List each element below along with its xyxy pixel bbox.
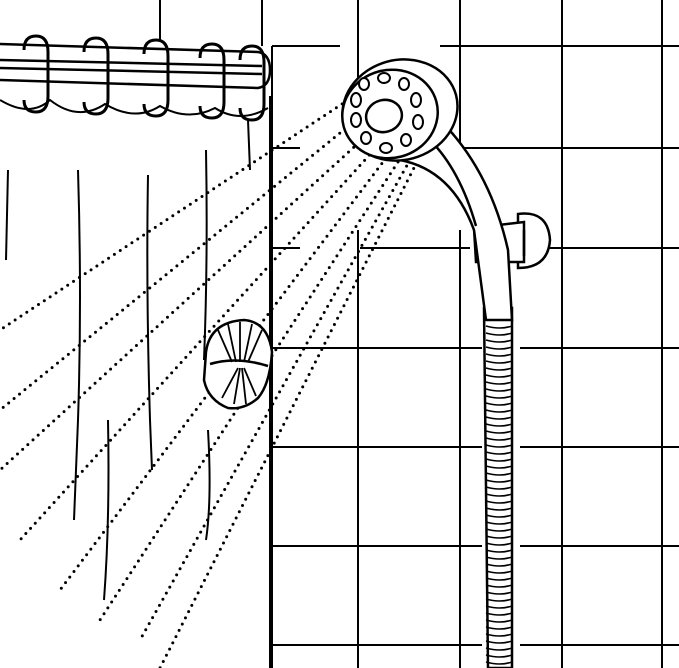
shower-head — [341, 58, 459, 162]
curtain-rod — [0, 42, 272, 90]
spray-nozzles — [350, 72, 424, 154]
flexible-hose — [482, 306, 514, 668]
shell-decoration — [202, 318, 274, 410]
